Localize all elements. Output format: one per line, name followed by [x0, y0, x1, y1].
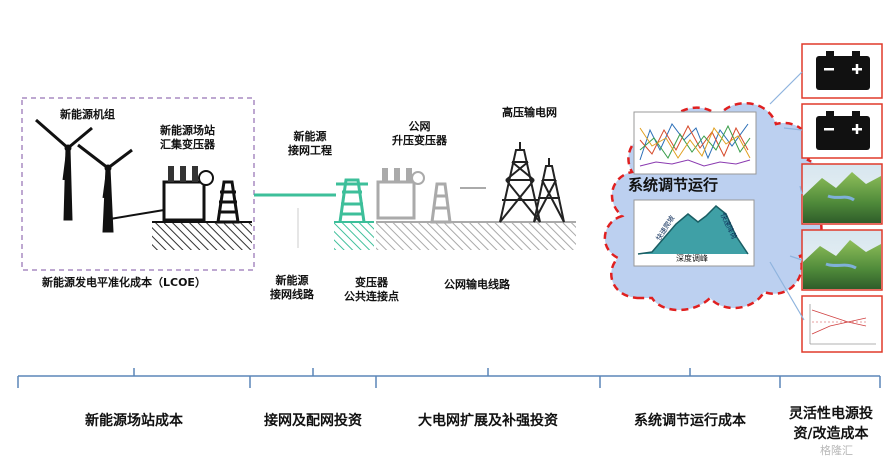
category-grid-investment: 大电网扩展及补强投资 — [418, 413, 558, 429]
access-tower-icon — [336, 178, 368, 223]
category-flexibility-line2: 资/改造成本 — [793, 426, 869, 442]
lcoe-label: 新能源发电平准化成本（LCOE） — [42, 276, 206, 289]
pumped-hydro-image — [801, 229, 883, 291]
transformer-pcc-label: 变压器 公共连接点 — [344, 276, 399, 304]
access-line-label: 新能源 接网线路 — [270, 274, 314, 302]
watermark-text: 格隆汇 — [820, 444, 853, 457]
hv-grid-label: 高压输电网 — [502, 106, 557, 119]
access-ground — [334, 222, 374, 250]
station-boundary-frame — [21, 97, 255, 271]
peak-shaving-chart — [633, 199, 755, 267]
category-station-cost: 新能源场站成本 — [85, 413, 183, 429]
collector-transformer-icon — [162, 166, 240, 224]
transformer-pcc-line1: 变压器 — [355, 276, 388, 289]
public-transformer-label: 公网 升压变压器 — [392, 120, 447, 148]
wind-turbine-icon — [35, 118, 93, 221]
access-engineering-line2: 接网工程 — [288, 144, 332, 157]
access-engineering-line1: 新能源 — [293, 130, 327, 143]
public-ground — [376, 222, 576, 250]
category-regulation-cost: 系统调节运行成本 — [634, 413, 746, 429]
station-label-line1: 新能源场站 — [160, 124, 215, 137]
public-transformer-line1: 公网 — [408, 120, 431, 133]
wind-turbine-icon — [77, 143, 133, 233]
category-access-investment: 接网及配网投资 — [264, 413, 362, 429]
access-engineering-label: 新能源 接网工程 — [288, 130, 332, 158]
access-line-line2: 接网线路 — [270, 288, 314, 301]
hv-tower-icon — [533, 158, 565, 223]
public-line-label: 公网输电线路 — [444, 278, 510, 291]
regulation-line-chart — [633, 111, 757, 175]
cloud-connectors — [769, 71, 805, 321]
station-label-line2: 汇集变压器 — [160, 138, 215, 151]
system-regulation-label: 系统调节运行 — [628, 176, 719, 194]
unit-label: 新能源机组 — [60, 108, 115, 121]
public-transformer-line2: 升压变压器 — [392, 134, 447, 147]
station-feeder-line — [109, 209, 165, 220]
depth-regulation-label: 深度调峰 — [676, 254, 708, 263]
battery-icon — [801, 43, 883, 99]
category-flexibility-cost: 灵活性电源投 资/改造成本 — [772, 404, 890, 444]
battery-icon — [801, 103, 883, 159]
hv-tower-icon — [499, 142, 541, 223]
access-line-line1: 新能源 — [275, 274, 309, 287]
category-flexibility-line1: 灵活性电源投 — [789, 406, 873, 422]
flexibility-chart-image — [801, 295, 883, 353]
station-ground — [152, 222, 252, 250]
pumped-hydro-image — [801, 163, 883, 225]
station-label: 新能源场站 汇集变压器 — [160, 124, 215, 152]
public-transformer-icon — [376, 168, 452, 224]
transformer-pcc-line2: 公共连接点 — [344, 290, 399, 303]
cost-category-brace — [17, 368, 881, 388]
